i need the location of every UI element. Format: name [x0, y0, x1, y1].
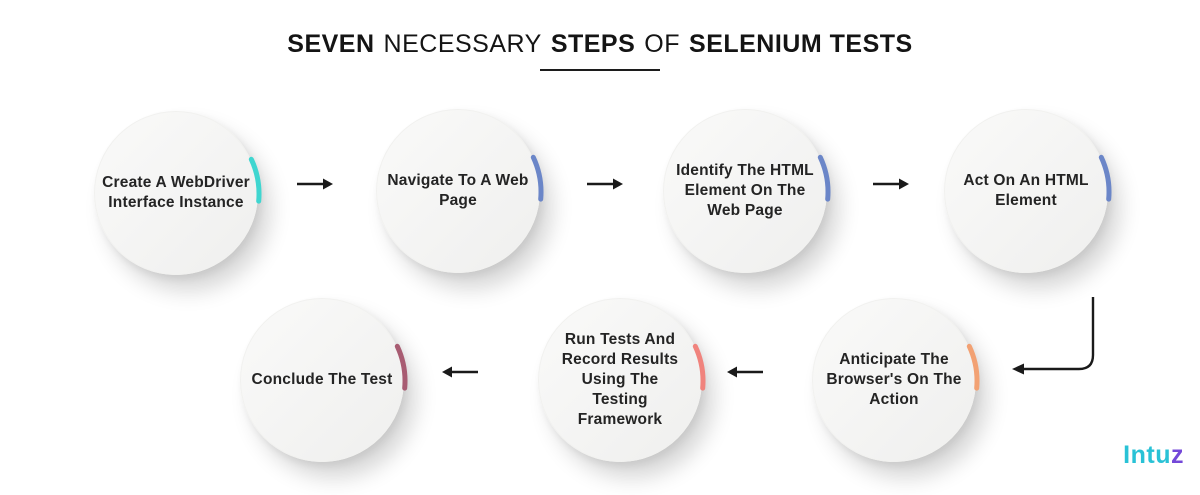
step-label: Run Tests And Record Results Using The T…	[561, 331, 679, 428]
logo-text-secondary: z	[1171, 441, 1184, 469]
step-label: Create A WebDriver Interface Instance	[102, 174, 250, 211]
step-circle-4: Act On An HTML Element	[944, 109, 1112, 273]
page-title: SEVEN NECESSARY STEPS OF SELENIUM TESTS	[0, 30, 1200, 59]
step-label: Conclude The Test	[251, 371, 393, 389]
step-circle-5: Anticipate The Browser's On The Action	[812, 298, 980, 462]
arrow-right-icon	[587, 178, 623, 190]
step-circle-6: Run Tests And Record Results Using The T…	[538, 298, 706, 462]
arrow-right-icon	[873, 178, 909, 190]
arrow-right-icon	[297, 178, 333, 190]
step-circle-3: Identify The HTML Element On The Web Pag…	[663, 109, 831, 273]
title-segment: NECESSARY	[383, 30, 542, 58]
arrow-left-icon	[727, 366, 763, 378]
title-underline	[540, 69, 660, 71]
step-label: Identify The HTML Element On The Web Pag…	[676, 162, 814, 219]
title-segment: SELENIUM TESTS	[689, 30, 913, 58]
step-label: Anticipate The Browser's On The Action	[826, 351, 962, 408]
title-segment: SEVEN	[287, 30, 375, 58]
step-label: Navigate To A Web Page	[387, 172, 529, 209]
title-segment: OF	[644, 30, 681, 58]
arrow-left-icon	[442, 366, 478, 378]
arrow-bent-down-left-icon	[1012, 297, 1095, 375]
title-segment: STEPS	[550, 30, 636, 58]
intuz-logo: Intuz	[1123, 441, 1184, 470]
step-circle-1: Create A WebDriver Interface Instance	[94, 111, 262, 275]
step-circle-7: Conclude The Test	[240, 298, 408, 462]
step-label: Act On An HTML Element	[963, 172, 1089, 209]
step-circle-2: Navigate To A Web Page	[376, 109, 544, 273]
logo-text-primary: Intu	[1123, 441, 1171, 469]
